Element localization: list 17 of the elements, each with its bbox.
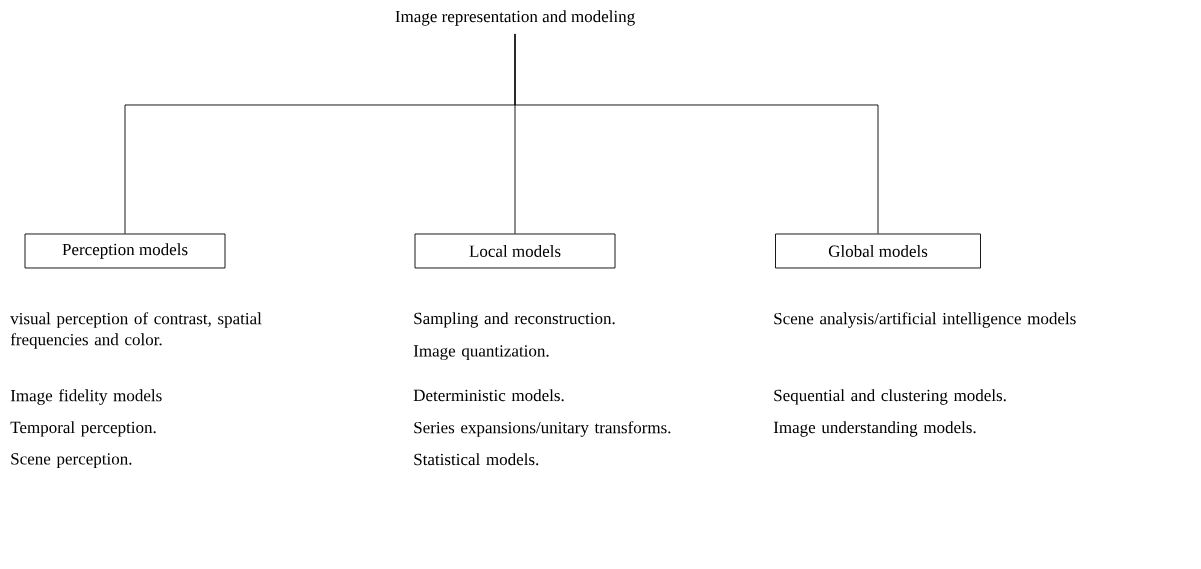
list-item: Image quantization. — [413, 345, 549, 361]
list-item: Image fidelity models — [10, 389, 162, 405]
list-item: Statistical models. — [414, 453, 539, 466]
list-item: Scene perception. — [11, 453, 132, 469]
list-item: Image understanding models. — [773, 421, 976, 437]
list-item: Series expansions/unitary transforms. — [414, 421, 671, 437]
list-item: Deterministic models. — [413, 389, 564, 402]
model-box: Local models — [414, 233, 616, 269]
list-item: visual perception of contrast, spatial frequencies and color. — [10, 312, 262, 349]
list-item: Sampling and reconstruction. — [414, 312, 615, 328]
model-box: Perception models — [24, 233, 226, 269]
list-item: Sequential and clustering models. — [774, 389, 1006, 405]
list-item: Temporal perception. — [10, 421, 156, 437]
list-item: Scene analysis/artificial intelligence models — [774, 312, 1076, 328]
heading-text: Image representation and modeling — [395, 10, 635, 26]
connector-line — [514, 33, 879, 234]
model-box: Global models — [775, 233, 981, 269]
